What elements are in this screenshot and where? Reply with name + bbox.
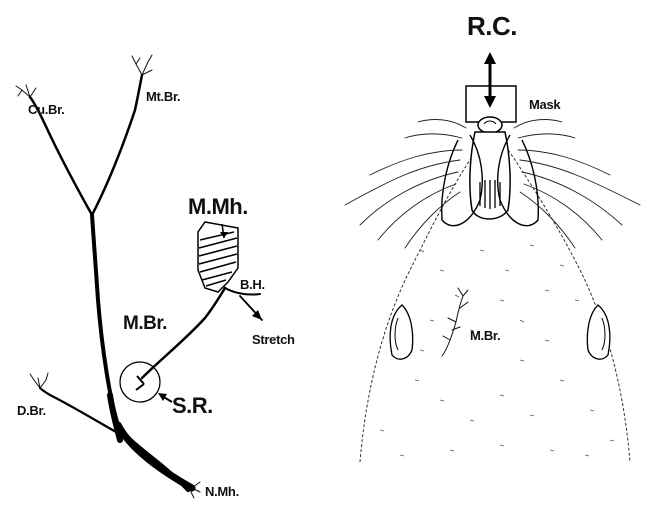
b-h-label: B.H. [240, 277, 265, 292]
trunk-lower-thick [110, 395, 120, 440]
s-r-label: S.R. [172, 393, 213, 418]
rat-head [345, 52, 640, 462]
head-nerve-sketch [442, 288, 468, 356]
m-mh-label: M.Mh. [188, 194, 248, 219]
d-branch [40, 388, 116, 432]
nerve-tree [16, 55, 262, 498]
stretch-label: Stretch [252, 332, 295, 347]
cu-br-label: Cu.Br. [28, 102, 64, 117]
r-c-label: R.C. [467, 11, 517, 41]
n-mh-label: N.Mh. [205, 484, 239, 499]
stimulation-circle [120, 362, 160, 402]
trunk-base [118, 425, 192, 488]
m-br-left-label: M.Br. [123, 313, 167, 334]
mt-branch [92, 75, 142, 215]
mt-br-label: Mt.Br. [146, 89, 180, 104]
d-br-label: D.Br. [17, 403, 46, 418]
m-br-right-label: M.Br. [470, 328, 500, 343]
muscle-block [198, 222, 238, 292]
mask-label: Mask [529, 97, 561, 112]
